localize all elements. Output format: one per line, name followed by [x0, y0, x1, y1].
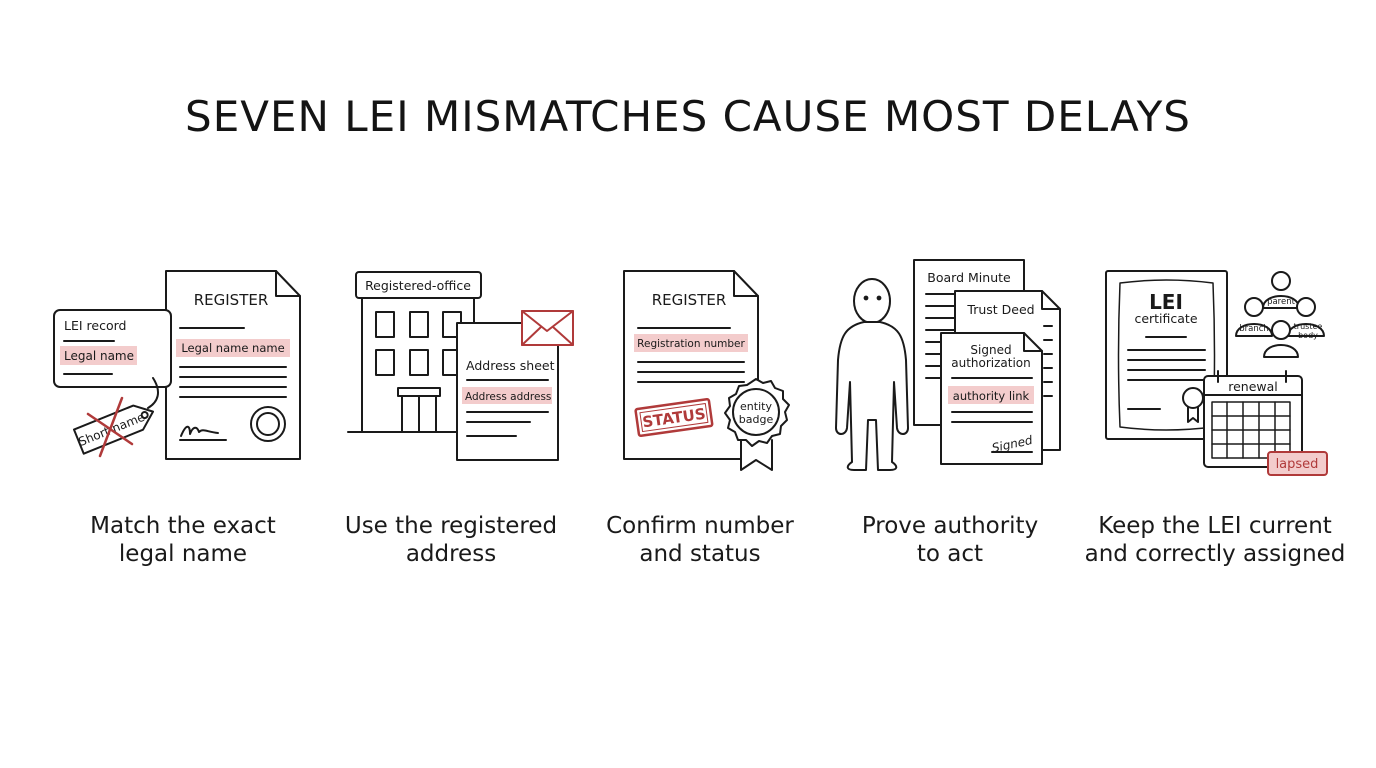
- highlight-bar: [462, 387, 552, 404]
- register-heading: REGISTER: [652, 291, 727, 309]
- badge-label-line2: badge: [739, 413, 774, 426]
- trustee-label-line1: trustee: [1294, 322, 1323, 331]
- caption-line: and status: [639, 541, 761, 567]
- legal-name-name-label: Legal name name: [181, 341, 284, 355]
- caption-line: Keep the LEI current: [1098, 513, 1332, 539]
- caption-line: to act: [916, 541, 984, 567]
- registration-number-label: Registration number: [637, 338, 745, 350]
- envelope-icon: [521, 310, 574, 346]
- authority-link-label: authority link: [953, 389, 1030, 403]
- caption-match-legal-name: Match the exact legal name: [53, 512, 313, 568]
- registered-office-sign: Registered-office: [355, 271, 482, 299]
- caption-line: and correctly assigned: [1084, 541, 1346, 567]
- caption-registered-address: Use the registered address: [321, 512, 581, 568]
- seal-icon: [250, 406, 286, 442]
- certificate-label: certificate: [1134, 311, 1197, 326]
- signed-authorization-document: Signed authorization authority link Sign…: [940, 332, 1043, 465]
- highlight-bar: [948, 386, 1034, 404]
- address-sheet-document: Address sheet Address address: [456, 322, 559, 461]
- panel-5-illustration: LEI certificate renewal: [1105, 270, 1328, 476]
- register-heading: REGISTER: [194, 291, 269, 309]
- signature-icon: [180, 425, 219, 437]
- certificate-icon: LEI certificate: [1105, 270, 1228, 440]
- caption-prove-authority: Prove authority to act: [820, 512, 1080, 568]
- caption-line: Confirm number: [606, 513, 794, 539]
- caption-line: Prove authority: [861, 513, 1039, 539]
- register-document-icon: REGISTER Legal name name: [165, 270, 301, 460]
- highlight-bar: [176, 339, 290, 357]
- calendar-icon: renewal: [1203, 370, 1303, 468]
- caption-line: address: [405, 541, 497, 567]
- highlight-bar: [634, 334, 748, 352]
- parent-label: parent: [1267, 297, 1296, 307]
- badge-icon: entity badge: [724, 378, 790, 471]
- trust-deed-label: Trust Deed: [966, 302, 1034, 317]
- panel-1-illustration: REGISTER Legal name name LEI record Lega…: [53, 270, 301, 460]
- caption-keep-lei-current: Keep the LEI current and correctly assig…: [1067, 512, 1363, 568]
- panel-3-illustration: REGISTER Registration number STATUS enti…: [623, 270, 790, 471]
- renewal-label: renewal: [1228, 379, 1278, 394]
- signed-label-line1: Signed: [970, 343, 1011, 357]
- caption-line: legal name: [118, 541, 248, 567]
- trustee-label-line2: body: [1298, 331, 1318, 340]
- caption-line: Use the registered: [344, 513, 558, 539]
- address-sheet-label: Address sheet: [466, 358, 555, 373]
- address-address-label: Address address: [465, 391, 551, 403]
- building-icon: [347, 297, 475, 433]
- lei-heading: LEI: [1149, 290, 1183, 314]
- page-title: SEVEN LEI MISMATCHES CAUSE MOST DELAYS: [185, 92, 1191, 141]
- branch-label: branch: [1239, 324, 1269, 334]
- cross-mark: [98, 396, 124, 458]
- lei-record-card: LEI record Legal name: [53, 309, 172, 388]
- caption-line: Match the exact: [90, 513, 276, 539]
- badge-label-line1: entity: [740, 400, 772, 413]
- caption-number-status: Confirm number and status: [570, 512, 830, 568]
- org-group-icon: parent branch trustee body: [1235, 271, 1325, 358]
- tag-icon: Short name: [72, 377, 160, 458]
- highlight-bar: [60, 346, 137, 365]
- person-icon: [835, 278, 909, 471]
- legal-name-label: Legal name: [64, 349, 134, 363]
- board-minute-label: Board Minute: [927, 270, 1011, 285]
- panel-2-illustration: Registered-office Address sheet Address …: [347, 271, 574, 461]
- registered-office-label: Registered-office: [365, 278, 471, 293]
- panel-4-illustration: Board Minute Trust Deed Signed autho: [835, 259, 1061, 471]
- lapsed-label: lapsed: [1276, 457, 1319, 472]
- lei-record-label: LEI record: [64, 318, 126, 333]
- signed-label-line2: authorization: [951, 356, 1031, 370]
- stamp-icon: STATUS: [634, 397, 714, 438]
- lapsed-badge: lapsed: [1267, 451, 1328, 476]
